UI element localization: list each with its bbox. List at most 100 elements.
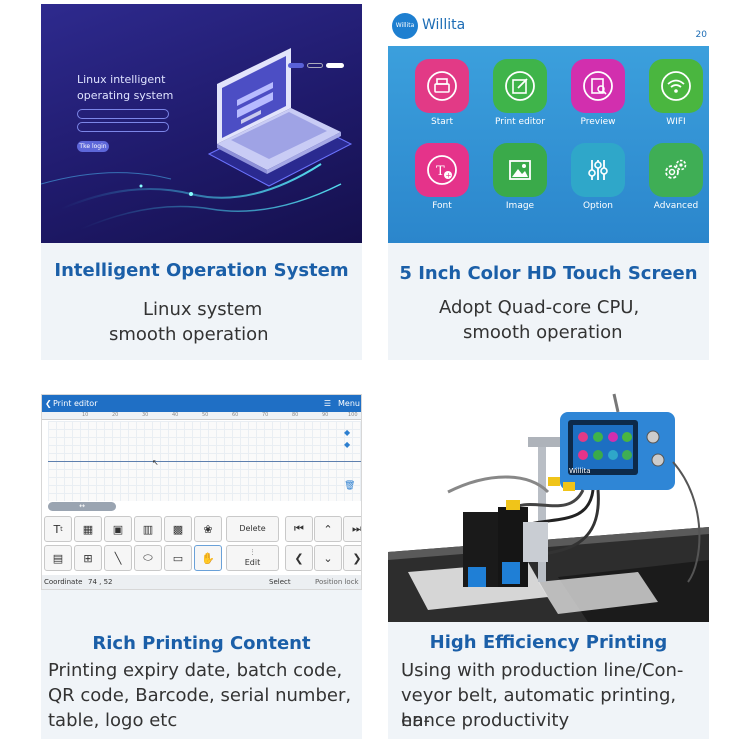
chevron-right-icon[interactable]: ❯: [343, 545, 361, 571]
ruler-tick: 10: [82, 412, 89, 418]
card-desc-line: smooth operation: [109, 324, 269, 345]
chevron-left-icon[interactable]: ❮: [285, 545, 313, 571]
page-dot: [288, 63, 304, 68]
app-label: WIFI: [666, 117, 686, 127]
feature-card-high-efficiency: Willita High Efficiency Printing Using w…: [388, 382, 709, 739]
wifi-icon: [649, 59, 703, 113]
app-label: Print editor: [494, 117, 546, 127]
app-option[interactable]: Option: [570, 143, 626, 211]
svg-text:+: +: [446, 172, 452, 180]
sliders-icon: ⫶: [251, 548, 254, 557]
app-label: Font: [432, 201, 452, 211]
app-label: Start: [431, 117, 453, 127]
coordinate-value: 74 , 52: [88, 578, 113, 586]
clock-text: 20: [695, 30, 707, 40]
cursor-icon: ↖: [152, 458, 159, 467]
rectangle-tool-icon[interactable]: ▭: [164, 545, 192, 571]
card-title: Rich Printing Content: [92, 633, 311, 654]
select-mode[interactable]: Select: [269, 578, 291, 586]
ruler-tick: 60: [232, 412, 239, 418]
card-desc-line: Printing expiry date, batch code,: [48, 660, 343, 681]
edit-label: Edit: [244, 558, 261, 567]
position-lock[interactable]: Position lock: [315, 578, 359, 586]
edit-button[interactable]: ⫶Edit: [226, 545, 279, 571]
username-field: [77, 109, 169, 119]
table-tool-icon[interactable]: ▤: [44, 545, 72, 571]
laptop-graphic: [41, 48, 353, 230]
card-title: Intelligent Operation System: [54, 260, 349, 281]
horizontal-ruler: 10 20 30 40 50 60 70 80 90 100: [42, 412, 361, 420]
app-font[interactable]: T+ Font: [414, 143, 470, 211]
svg-text:T: T: [436, 164, 445, 179]
ruler-tick: 50: [202, 412, 209, 418]
app-print-editor[interactable]: Print editor: [492, 59, 548, 127]
ruler-tick: 90: [322, 412, 329, 418]
page-dot-active: [326, 63, 344, 68]
layer-down-icon[interactable]: ◆: [344, 440, 351, 449]
card-desc-line: smooth operation: [463, 322, 623, 343]
linux-laptop-illustration: Linux intelligent operating system Tke l…: [41, 4, 362, 243]
card-title: High Efficiency Printing: [429, 632, 668, 653]
coordinate-label: Coordinate: [44, 578, 83, 586]
touch-screen-ui: Willita Willita 20 Start Print editor Pr…: [388, 4, 709, 243]
menu-icon[interactable]: ☰: [323, 399, 331, 408]
ruler-tick: 80: [292, 412, 299, 418]
print-editor-ui: ❮ Print editor ☰ Menu 10 20 30 40 50 60 …: [41, 394, 362, 590]
app-label: Image: [505, 201, 535, 211]
brand-name: Willita: [422, 17, 466, 33]
chevron-up-icon[interactable]: ⌃: [314, 516, 342, 542]
card-desc-line: hance productivity: [401, 710, 570, 731]
date-tool-icon[interactable]: ▦: [74, 516, 102, 542]
printer-photo: Willita: [388, 382, 709, 622]
line-tool-icon[interactable]: ╲: [104, 545, 132, 571]
app-advanced[interactable]: Advanced: [648, 143, 704, 211]
delete-button[interactable]: Delete: [226, 516, 279, 542]
card-title: 5 Inch Color HD Touch Screen: [399, 263, 698, 284]
ruler-tick: 20: [112, 412, 119, 418]
inkjet-printer-graphic: [388, 393, 709, 622]
feature-card-touch-screen: Willita Willita 20 Start Print editor Pr…: [388, 4, 709, 360]
app-image[interactable]: Image: [492, 143, 548, 211]
card-desc-line: Linux system: [143, 299, 263, 320]
shapes-tool-icon[interactable]: ❀: [194, 516, 222, 542]
editor-header: ❮ Print editor ☰ Menu: [42, 395, 361, 412]
preview-icon: [571, 59, 625, 113]
image-tool-icon[interactable]: ▣: [104, 516, 132, 542]
app-label: Preview: [580, 117, 616, 127]
app-wifi[interactable]: WIFI: [648, 59, 704, 127]
horizontal-scrollbar[interactable]: ↔: [48, 502, 116, 511]
screen-heading: Linux intelligent: [77, 73, 166, 86]
device-brand-label: Willita: [569, 467, 591, 475]
qrcode-tool-icon[interactable]: ▩: [164, 516, 192, 542]
chevron-down-icon[interactable]: ⌄: [314, 545, 342, 571]
trash-icon[interactable]: 🗑: [344, 481, 356, 491]
app-start[interactable]: Start: [414, 59, 470, 127]
app-header: Willita Willita 20: [388, 4, 709, 46]
card-desc-line: QR code, Barcode, serial number,: [48, 685, 352, 706]
ruler-tick: 100: [348, 412, 358, 418]
baseline-guide: [48, 461, 361, 462]
feature-card-printing-content: ❮ Print editor ☰ Menu 10 20 30 40 50 60 …: [41, 394, 362, 739]
barcode-tool-icon[interactable]: ▥: [134, 516, 162, 542]
status-bar: Coordinate 74 , 52 Select Position lock: [42, 575, 361, 589]
app-preview[interactable]: Preview: [570, 59, 626, 127]
card-desc-line: table, logo etc: [48, 710, 178, 731]
delete-label: Delete: [239, 524, 266, 533]
back-arrow-icon[interactable]: ❮: [45, 399, 52, 408]
app-label: Advanced: [653, 201, 699, 211]
first-icon[interactable]: ⏮: [285, 516, 313, 542]
last-icon[interactable]: ⏭: [343, 516, 361, 542]
serial-tool-icon[interactable]: ⊞: [74, 545, 102, 571]
layer-up-icon[interactable]: ◆: [344, 428, 351, 437]
ellipse-tool-icon[interactable]: ⬭: [134, 545, 162, 571]
login-button: Tke login: [77, 141, 109, 152]
page-dot: [307, 63, 323, 68]
ruler-tick: 70: [262, 412, 269, 418]
feature-card-operation-system: Linux intelligent operating system Tke l…: [41, 4, 362, 360]
card-desc-line: Using with production line/Con-: [401, 660, 684, 681]
edit-icon: [493, 59, 547, 113]
menu-label[interactable]: Menu: [338, 399, 360, 408]
hand-tool-icon[interactable]: ✋: [194, 545, 222, 571]
app-label: Option: [582, 201, 614, 211]
